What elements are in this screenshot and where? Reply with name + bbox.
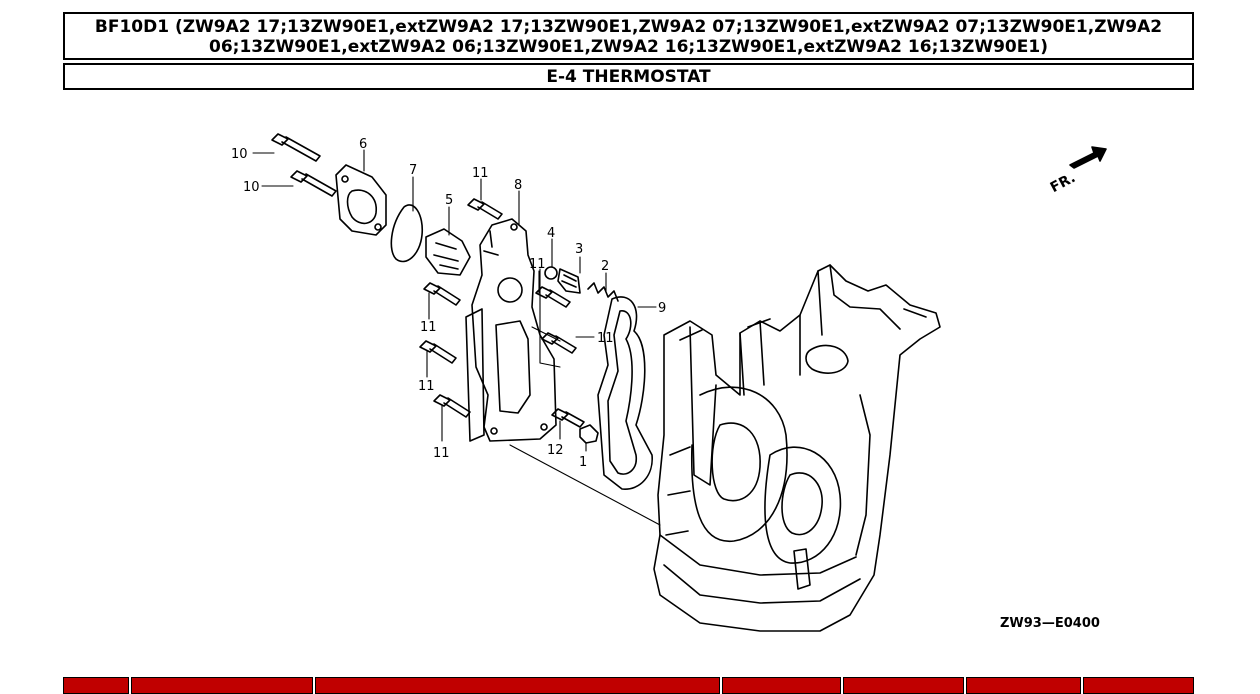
gasket-case[interactable] (465, 308, 485, 442)
callout-3[interactable]: 3 (575, 242, 583, 257)
callout-10-lower[interactable]: 10 (243, 180, 260, 195)
section-header: E-4 THERMOSTAT (63, 63, 1194, 90)
callout-6[interactable]: 6 (359, 137, 367, 152)
bolt-10-upper[interactable] (271, 133, 321, 162)
callout-8[interactable]: 8 (514, 178, 522, 193)
bolt-11-left-1[interactable] (423, 282, 461, 306)
bolt-11-right-2[interactable] (541, 332, 577, 354)
front-mark: FR. (1048, 170, 1078, 196)
table-col-5 (843, 677, 964, 694)
table-col-2 (131, 677, 313, 694)
diagram-code: ZW93—E0400 (1000, 616, 1100, 631)
model-line: BF10D1 (ZW9A2 17;13ZW90E1,extZW9A2 17;13… (94, 17, 1163, 57)
thermostat-case-8[interactable] (471, 218, 557, 442)
gasket-9[interactable] (597, 296, 653, 490)
table-col-7 (1083, 677, 1194, 694)
callout-4[interactable]: 4 (547, 226, 555, 241)
front-arrow-icon (1069, 146, 1107, 169)
bolt-11-upper[interactable] (467, 198, 503, 220)
callout-11-mid[interactable]: 11 (529, 257, 546, 272)
thermostat-cover-6[interactable] (335, 164, 387, 236)
callout-12[interactable]: 12 (547, 443, 564, 458)
callout-2[interactable]: 2 (601, 259, 609, 274)
callout-11-left-3[interactable]: 11 (433, 446, 450, 461)
seal-4[interactable] (544, 266, 558, 280)
table-col-6 (966, 677, 1081, 694)
thermostat-5[interactable] (425, 228, 471, 276)
bolt-12[interactable] (551, 408, 585, 428)
callout-11-right[interactable]: 11 (597, 331, 614, 346)
table-col-3 (315, 677, 720, 694)
bolt-11-left-3[interactable] (433, 394, 471, 418)
spring-2[interactable] (587, 282, 619, 302)
o-ring-7[interactable] (390, 204, 424, 263)
cylinder-block[interactable] (653, 264, 941, 632)
section-title: E-4 THERMOSTAT (546, 67, 711, 87)
callout-10-upper[interactable]: 10 (231, 147, 248, 162)
callout-7[interactable]: 7 (409, 163, 417, 178)
callout-11-left-1[interactable]: 11 (420, 320, 437, 335)
callout-9[interactable]: 9 (658, 301, 666, 316)
table-col-1 (63, 677, 129, 694)
relief-valve-3[interactable] (557, 268, 581, 294)
dowel-1[interactable] (579, 424, 599, 444)
bolt-10-lower[interactable] (290, 170, 337, 197)
table-col-4 (722, 677, 841, 694)
callout-5[interactable]: 5 (445, 193, 453, 208)
bolt-11-left-2[interactable] (419, 340, 457, 364)
callout-11-left-2[interactable]: 11 (418, 379, 435, 394)
callout-1[interactable]: 1 (579, 455, 587, 470)
callout-11-upper[interactable]: 11 (472, 166, 489, 181)
parts-diagram: 10 10 6 7 5 11 8 4 3 2 11 9 11 11 11 11 … (231, 133, 1107, 632)
model-header: BF10D1 (ZW9A2 17;13ZW90E1,extZW9A2 17;13… (63, 12, 1194, 60)
